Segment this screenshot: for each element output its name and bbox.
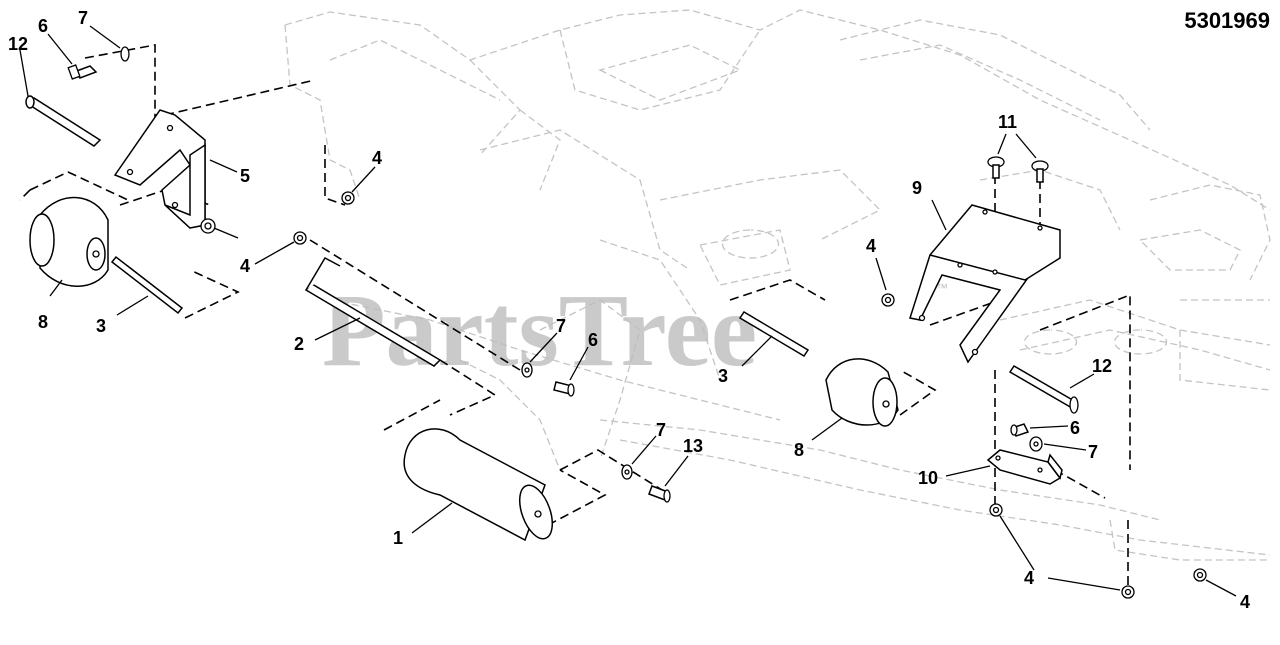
callout-1: 1 [393, 528, 403, 548]
part-12-bolt-left [25, 95, 102, 147]
diagram-part-number: 5301969 [1184, 8, 1270, 33]
part-7-washer-middle [521, 362, 533, 378]
part-10-plate [986, 449, 1063, 485]
callout-12-right: 12 [1092, 356, 1112, 376]
part-7-washer-right [1029, 436, 1043, 452]
callout-13: 13 [683, 436, 703, 456]
callout-3-left: 3 [96, 316, 106, 336]
part-3-shaft-right [738, 310, 810, 358]
mower-deck-outline [284, 9, 1271, 561]
part-4-nut-axle [293, 231, 307, 245]
part-4-nut-deck-bottom [1121, 585, 1135, 599]
part-7-washer-lower [621, 464, 633, 480]
part-4-nut-bracket [200, 218, 216, 234]
callout-6-top-left: 6 [38, 16, 48, 36]
callout-11: 11 [998, 112, 1017, 132]
callout-4-right-bracket: 4 [866, 236, 876, 256]
part-7-washer-top-left [120, 46, 130, 62]
part-12-bolt-right [1008, 364, 1079, 414]
callout-labels: 12 6 7 5 4 4 8 3 2 7 6 1 7 13 3 8 4 9 11… [8, 8, 1250, 612]
part-6-bolt-middle [553, 381, 575, 397]
watermark-trademark: ™ [936, 281, 948, 295]
part-1-roller [403, 428, 554, 542]
part-4-nut-frame [341, 191, 355, 205]
leader-lines [19, 25, 1237, 597]
callout-6-right: 6 [1070, 418, 1080, 438]
callout-4-deck-right: 4 [1240, 592, 1250, 612]
part-6-bolt-top-left [67, 64, 98, 80]
part-8-roller-right [825, 358, 899, 427]
callout-4-frame: 4 [372, 148, 382, 168]
callout-6-middle: 6 [588, 330, 598, 350]
part-6-bolt-right [1010, 423, 1030, 437]
callout-5: 5 [240, 166, 250, 186]
callout-7-lower: 7 [656, 420, 666, 440]
part-3-shaft-left [110, 255, 184, 315]
part-4-nut-deck-right [1193, 568, 1207, 582]
callout-4-bracket: 4 [240, 256, 250, 276]
callout-7-middle: 7 [556, 316, 566, 336]
part-4-nut-right-bracket [881, 293, 895, 307]
part-11-bolt-a [987, 156, 1005, 179]
part-9-bracket-right [909, 204, 1061, 364]
callout-12-left: 12 [8, 34, 28, 54]
callout-3-right: 3 [718, 366, 728, 386]
callout-8-left: 8 [38, 312, 48, 332]
callout-7-right: 7 [1088, 442, 1098, 462]
callout-4-deck-bottom: 4 [1024, 568, 1034, 588]
part-4-nut-deck-low [989, 503, 1003, 517]
callout-7-top-left: 7 [78, 8, 88, 28]
callout-8-right: 8 [794, 440, 804, 460]
part-5-bracket [113, 109, 206, 229]
part-11-bolt-b [1031, 160, 1049, 183]
callout-9: 9 [912, 178, 922, 198]
part-8-roller-left [29, 196, 109, 287]
callout-2: 2 [294, 334, 304, 354]
part-13-bolt [648, 485, 671, 503]
callout-10: 10 [918, 468, 938, 488]
part-2-axle [304, 257, 442, 367]
